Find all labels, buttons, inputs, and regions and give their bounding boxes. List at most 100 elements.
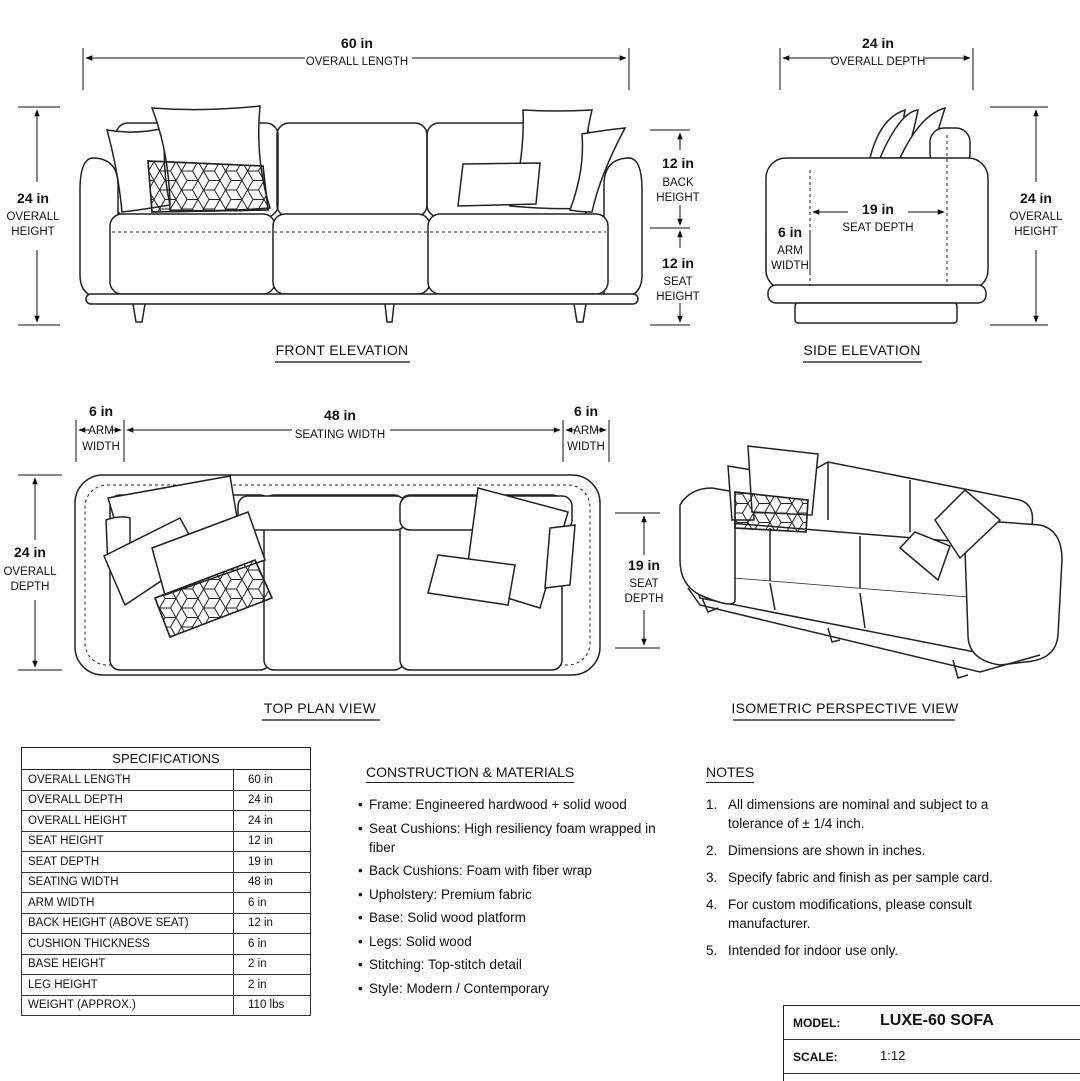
top-dimension-lines xyxy=(18,420,660,671)
technical-drawing: 60 in OVERALL LENGTH 24 in OVERALL HEIGH… xyxy=(3,35,1063,721)
dim-top-seat-depth-label2: DEPTH xyxy=(625,593,664,605)
note-item: 3.Specify fabric and finish as per sampl… xyxy=(706,868,1026,887)
spec-value: 6 in xyxy=(233,933,311,955)
spec-label: SEAT HEIGHT xyxy=(21,830,234,852)
specifications-title: SPECIFICATIONS xyxy=(21,747,311,770)
spec-label: BACK HEIGHT (ABOVE SEAT) xyxy=(21,912,234,934)
side-dimension-text: 24 in OVERALL DEPTH 24 in OVERALL HEIGHT… xyxy=(771,35,1063,272)
dim-back-height-label1: BACK xyxy=(662,177,694,189)
spec-value: 12 in xyxy=(233,912,311,934)
dim-height-label1: OVERALL xyxy=(6,211,60,223)
side-elevation xyxy=(765,106,989,324)
top-plan-view xyxy=(74,474,601,676)
note-text: Dimensions are shown in inches. xyxy=(728,843,926,858)
construction-item: Frame: Engineered hardwood + solid wood xyxy=(358,795,658,814)
construction-item: Legs: Solid wood xyxy=(358,932,658,951)
spec-label: CUSHION THICKNESS xyxy=(21,933,234,955)
dim-seat-depth-value: 19 in xyxy=(862,201,894,217)
note-text: All dimensions are nominal and subject t… xyxy=(728,797,989,831)
dim-side-arm-value: 6 in xyxy=(778,224,802,240)
spec-label: ARM WIDTH xyxy=(21,892,234,914)
title-block: MODEL: LUXE-60 SOFA SCALE: 1:12 xyxy=(783,1005,1080,1081)
construction-item: Base: Solid wood platform xyxy=(358,908,658,927)
dim-back-height-value: 12 in xyxy=(662,155,694,171)
note-number: 2. xyxy=(706,843,718,858)
dim-seat-height-value: 12 in xyxy=(662,255,694,271)
front-elevation xyxy=(79,105,643,323)
dim-depth-value: 24 in xyxy=(862,35,894,51)
dim-back-height-label2: HEIGHT xyxy=(656,192,699,204)
dim-top-arm-left-label2: WIDTH xyxy=(82,441,120,453)
spec-value: 60 in xyxy=(233,769,311,791)
spec-value: 6 in xyxy=(233,892,311,914)
model-label: MODEL: xyxy=(793,1016,841,1030)
note-item: 5.Intended for indoor use only. xyxy=(706,941,1026,960)
note-text: For custom modifications, please consult… xyxy=(728,897,972,931)
dim-top-arm-left-value: 6 in xyxy=(89,403,113,419)
spec-value: 19 in xyxy=(233,851,311,873)
construction-item: Seat Cushions: High resiliency foam wrap… xyxy=(358,819,658,857)
dim-top-arm-right-label2: WIDTH xyxy=(567,441,605,453)
dim-top-seat-depth-label1: SEAT xyxy=(629,578,658,590)
note-number: 3. xyxy=(706,870,718,885)
spec-label: SEAT DEPTH xyxy=(21,851,234,873)
dim-overall-length-label: OVERALL LENGTH xyxy=(306,56,408,68)
dim-depth-label: OVERALL DEPTH xyxy=(831,56,926,68)
dim-top-arm-left-label1: ARM xyxy=(88,425,114,437)
top-dimension-text: 6 in ARM WIDTH 48 in SEATING WIDTH 6 in … xyxy=(3,403,663,605)
dim-top-arm-right-label1: ARM xyxy=(573,425,599,437)
spec-label: LEG HEIGHT xyxy=(21,974,234,996)
note-item: 2. Dimensions are shown in inches. xyxy=(706,841,1026,860)
spec-label: OVERALL DEPTH xyxy=(21,789,234,811)
construction-item: Back Cushions: Foam with fiber wrap xyxy=(358,861,658,880)
dim-top-seat-depth-value: 19 in xyxy=(628,557,660,573)
dim-seating-width-label: SEATING WIDTH xyxy=(295,429,386,441)
front-dimension-text: 60 in OVERALL LENGTH 24 in OVERALL HEIGH… xyxy=(6,35,699,303)
dim-side-height-label1: OVERALL xyxy=(1009,211,1063,223)
spec-value: 24 in xyxy=(233,810,311,832)
spec-value: 12 in xyxy=(233,830,311,852)
construction-heading: CONSTRUCTION & MATERIALS xyxy=(366,764,575,783)
spec-label: SEATING WIDTH xyxy=(21,871,234,893)
model-value: LUXE-60 SOFA xyxy=(880,1012,994,1029)
dim-side-arm-label2: WIDTH xyxy=(771,260,809,272)
spec-row: WEIGHT (APPROX.)110 lbs xyxy=(21,994,311,1016)
construction-item: Style: Modern / Contemporary xyxy=(358,979,658,998)
dim-top-depth-label1: OVERALL xyxy=(3,566,57,578)
dim-side-arm-label1: ARM xyxy=(777,245,803,257)
spec-label: OVERALL HEIGHT xyxy=(21,810,234,832)
side-elevation-title: SIDE ELEVATION xyxy=(803,342,920,358)
isometric-title: ISOMETRIC PERSPECTIVE VIEW xyxy=(731,700,959,716)
dim-top-depth-value: 24 in xyxy=(14,544,46,560)
notes-heading: NOTES xyxy=(706,764,755,783)
dim-height-value: 24 in xyxy=(17,190,49,206)
spec-value: 24 in xyxy=(233,789,311,811)
front-elevation-title: FRONT ELEVATION xyxy=(276,342,409,358)
dim-seat-height-label1: SEAT xyxy=(663,276,692,288)
spec-label: OVERALL LENGTH xyxy=(21,769,234,791)
spec-value: 48 in xyxy=(233,871,311,893)
dim-side-height-label2: HEIGHT xyxy=(1014,226,1057,238)
spec-label: BASE HEIGHT xyxy=(21,953,234,975)
dim-seat-height-label2: HEIGHT xyxy=(656,291,699,303)
note-number: 1. xyxy=(706,797,718,812)
note-number: 4. xyxy=(706,897,718,912)
dim-overall-length-value: 60 in xyxy=(341,35,373,51)
scale-value: 1:12 xyxy=(880,1048,906,1063)
construction-item: Upholstery: Premium fabric xyxy=(358,885,658,904)
dim-top-arm-right-value: 6 in xyxy=(574,403,598,419)
dim-side-height-value: 24 in xyxy=(1020,190,1052,206)
front-dimension-lines xyxy=(18,48,690,326)
spec-value: 110 lbs xyxy=(233,994,311,1016)
spec-value: 2 in xyxy=(233,953,311,975)
spec-label: WEIGHT (APPROX.) xyxy=(21,994,234,1016)
construction-item: Stitching: Top-stitch detail xyxy=(358,955,658,974)
